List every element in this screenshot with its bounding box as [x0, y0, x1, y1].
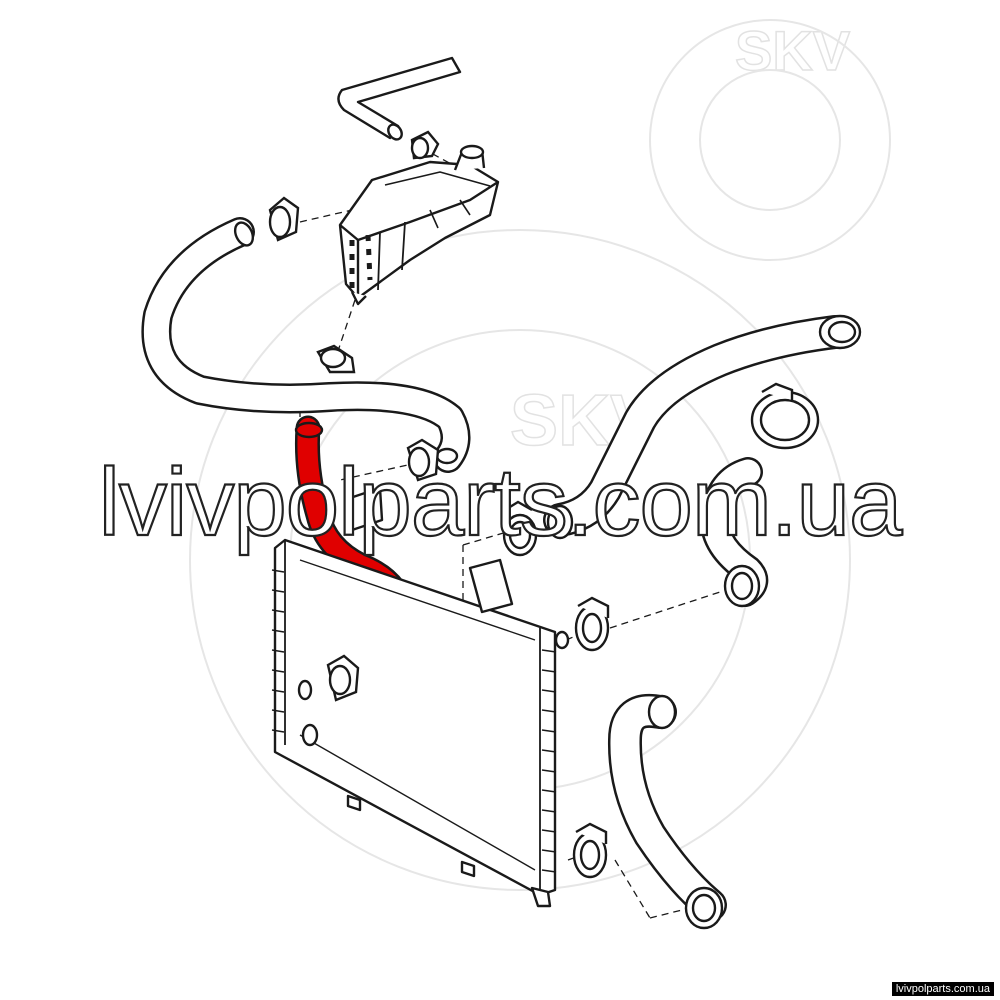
- hose-clamp-radiator-left: [326, 654, 360, 702]
- upper-radiator-hose: [543, 314, 862, 540]
- hose-clamp-loop-end: [406, 438, 440, 482]
- corner-watermark: lvivpolparts.com.ua: [891, 982, 994, 996]
- expansion-tank: [338, 144, 500, 306]
- hose-clamp-radiator-right: [574, 596, 610, 652]
- middle-right-hose: [699, 457, 769, 608]
- hose-clamp-reservoir: [268, 196, 300, 242]
- upper-bent-pipe: [337, 56, 462, 141]
- hose-clamp-right-upper: [750, 382, 820, 450]
- lower-radiator-hose: [607, 693, 727, 930]
- radiator: [271, 486, 570, 908]
- hose-clamp-center: [502, 500, 538, 557]
- hose-clamp-lower: [572, 822, 608, 879]
- hose-clamp-middle: [316, 344, 356, 374]
- large-loop-hose: [141, 217, 471, 473]
- hose-clamp-top: [410, 130, 440, 160]
- site-watermark: lvivpolparts.com.ua: [98, 448, 904, 557]
